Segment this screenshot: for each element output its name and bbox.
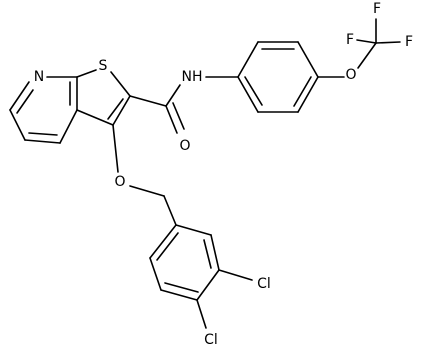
bond [356,39,377,44]
bond [293,76,312,107]
bond [237,41,259,78]
bond [28,132,58,136]
fluorine-label-top: F [373,1,381,17]
bond [110,71,131,97]
bond [163,195,177,226]
bond [375,41,401,44]
bond [129,185,165,197]
bond [107,98,124,120]
bond [9,81,30,111]
bond [129,95,167,107]
chlorine-label-3: Cl [257,276,271,292]
bond [149,224,177,259]
fluorine-label-left: F [346,32,354,48]
bond [164,282,199,293]
bond [9,109,26,141]
amide-nh-label: NH [182,69,203,85]
bond [357,42,377,69]
carbonyl-oxygen-label: O [179,138,190,154]
bond [203,239,212,269]
bond [165,105,178,134]
ether-oxygen-label: O [114,174,125,190]
atom-labels: N S NH O O O F F F Cl Cl [34,1,413,348]
bond [24,139,61,144]
bond [210,234,220,271]
bond [172,102,185,130]
methoxy-oxygen-label: O [345,67,356,83]
bond [16,89,34,114]
bonds [9,18,401,329]
bond [244,76,263,106]
bond [160,289,198,301]
bond [59,109,78,144]
chlorine-label-4: Cl [204,332,218,348]
bond [297,41,319,78]
bond [196,269,220,301]
bond [175,224,212,236]
bond [237,76,259,113]
bond [297,76,319,113]
sulfur-label: S [99,58,108,74]
bond [165,84,181,107]
bond [149,257,162,291]
bond [196,299,207,329]
bond [218,269,253,281]
bond [76,109,114,126]
fluorine-label-right: F [405,34,413,50]
bond [112,124,119,173]
bond [112,95,131,126]
nitrogen-label: N [34,69,44,85]
bond [156,232,179,261]
bond [76,69,97,78]
